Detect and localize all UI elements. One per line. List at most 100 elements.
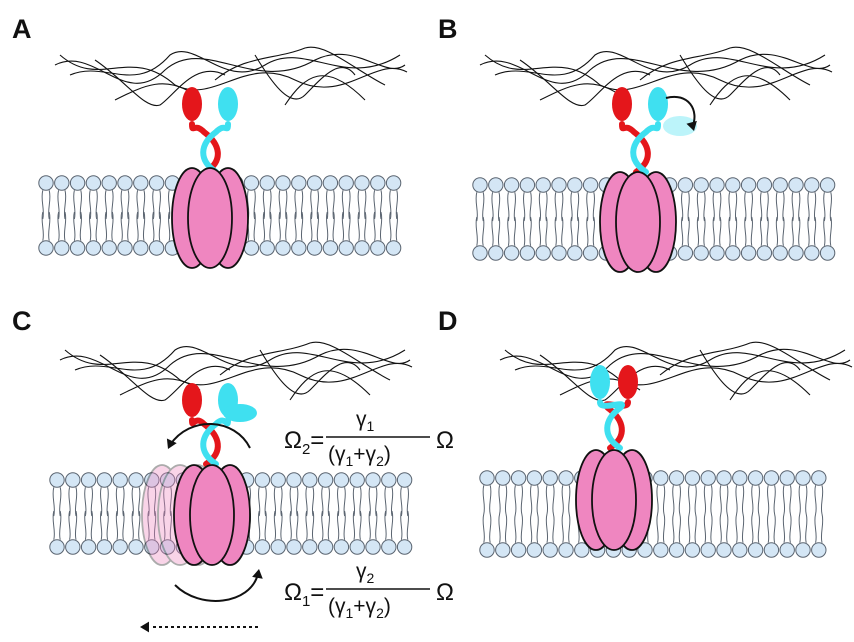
lipid-head [69, 240, 86, 256]
lipid-head [306, 175, 323, 191]
lipid-head [349, 539, 365, 555]
lipid-head [677, 177, 694, 193]
panel-label-c: C [12, 306, 32, 336]
lipid-head [567, 177, 583, 193]
lipid-head [365, 539, 381, 555]
lipid-head [709, 245, 725, 261]
lipid-head [349, 472, 365, 488]
lipid-head [558, 542, 574, 558]
panel-d [479, 341, 853, 558]
lipid-head [582, 245, 599, 261]
upper-rotation-arrow [169, 422, 251, 449]
lipid-head [795, 542, 811, 558]
lipid-head [653, 470, 669, 486]
lipid-head [112, 539, 128, 555]
lipid-head [819, 245, 836, 261]
panel-c [49, 341, 413, 633]
lipid-head [128, 472, 144, 488]
svg-text:Ω2=: Ω2= [284, 427, 324, 458]
lipid-head [101, 240, 117, 256]
lipid-head [779, 470, 795, 486]
lipid-head [112, 472, 128, 488]
lipid-head [381, 539, 397, 555]
lipid-head [80, 539, 97, 555]
lipid-head [133, 175, 149, 191]
lipid-head [333, 539, 350, 555]
ghost-cyan-domain [663, 116, 697, 136]
lipid-head [637, 542, 653, 558]
lipid-head [740, 177, 757, 193]
lipid-head [354, 240, 370, 256]
lipid-head [306, 240, 323, 256]
tether-protein [612, 87, 668, 175]
lipid-head [291, 175, 307, 191]
lipid-head [148, 240, 165, 256]
lipid-head [747, 470, 764, 486]
lipid-head [804, 177, 820, 193]
lipid-head [370, 175, 386, 191]
lipid-head [519, 177, 536, 193]
lipid-head [259, 240, 275, 256]
lipid-head [365, 472, 381, 488]
lipid-head [716, 470, 732, 486]
svg-text:(γ1+γ2): (γ1+γ2) [328, 443, 391, 469]
lipid-head [159, 472, 176, 488]
lipid-head [338, 175, 354, 191]
channel-subunit [591, 449, 637, 551]
lipid-head [322, 175, 339, 191]
tether-protein [590, 365, 638, 451]
lipid-head [756, 177, 773, 193]
lipid-head [510, 470, 527, 486]
lipid-head [740, 245, 757, 261]
lipid-head [693, 177, 709, 193]
lipid-head [503, 177, 520, 193]
lipid-head [479, 542, 495, 558]
lipid-head [49, 539, 65, 555]
arrowhead [686, 120, 697, 131]
lipid-head [567, 245, 583, 261]
ion-channel [599, 171, 677, 273]
lipid-head [700, 542, 716, 558]
lipid-head [503, 245, 520, 261]
lipid-head [117, 175, 133, 191]
lipid-head [747, 542, 764, 558]
lipid-head [80, 472, 97, 488]
lipid-head [270, 472, 286, 488]
lipid-head [49, 472, 65, 488]
lipid-head [495, 470, 511, 486]
lipid-head [479, 470, 495, 486]
lipid-head [779, 542, 795, 558]
red-domain [618, 365, 638, 399]
lipid-head [54, 175, 70, 191]
red-domain [182, 383, 202, 417]
lipid-head [291, 240, 307, 256]
lipid-head [684, 470, 701, 486]
panel-label-a: A [12, 14, 32, 44]
lipid-head [709, 177, 725, 193]
lipid-head [725, 177, 741, 193]
lipid-head [819, 177, 836, 193]
panel-b [472, 46, 836, 273]
lipid-head [519, 245, 536, 261]
lipid-head [756, 245, 773, 261]
lipid-head [732, 470, 748, 486]
lipid-head [795, 470, 811, 486]
lipid-head [254, 539, 271, 555]
lipid-head [96, 472, 113, 488]
lipid-head [811, 542, 827, 558]
lipid-head [275, 175, 291, 191]
lipid-head [54, 240, 70, 256]
lipid-head [302, 539, 318, 555]
lipid-head [396, 539, 413, 555]
lipid-head [811, 470, 827, 486]
lipid-head [259, 175, 275, 191]
svg-text:Ω: Ω [436, 579, 454, 606]
svg-text:Ω1=: Ω1= [284, 579, 324, 610]
panel-label-d: D [438, 306, 458, 336]
lipid-head [338, 240, 354, 256]
lipid-head [243, 175, 260, 191]
lipid-head [286, 472, 302, 488]
lipid-head [716, 542, 732, 558]
lower-rotation-arrow [174, 573, 259, 602]
lipid-head [472, 177, 488, 193]
